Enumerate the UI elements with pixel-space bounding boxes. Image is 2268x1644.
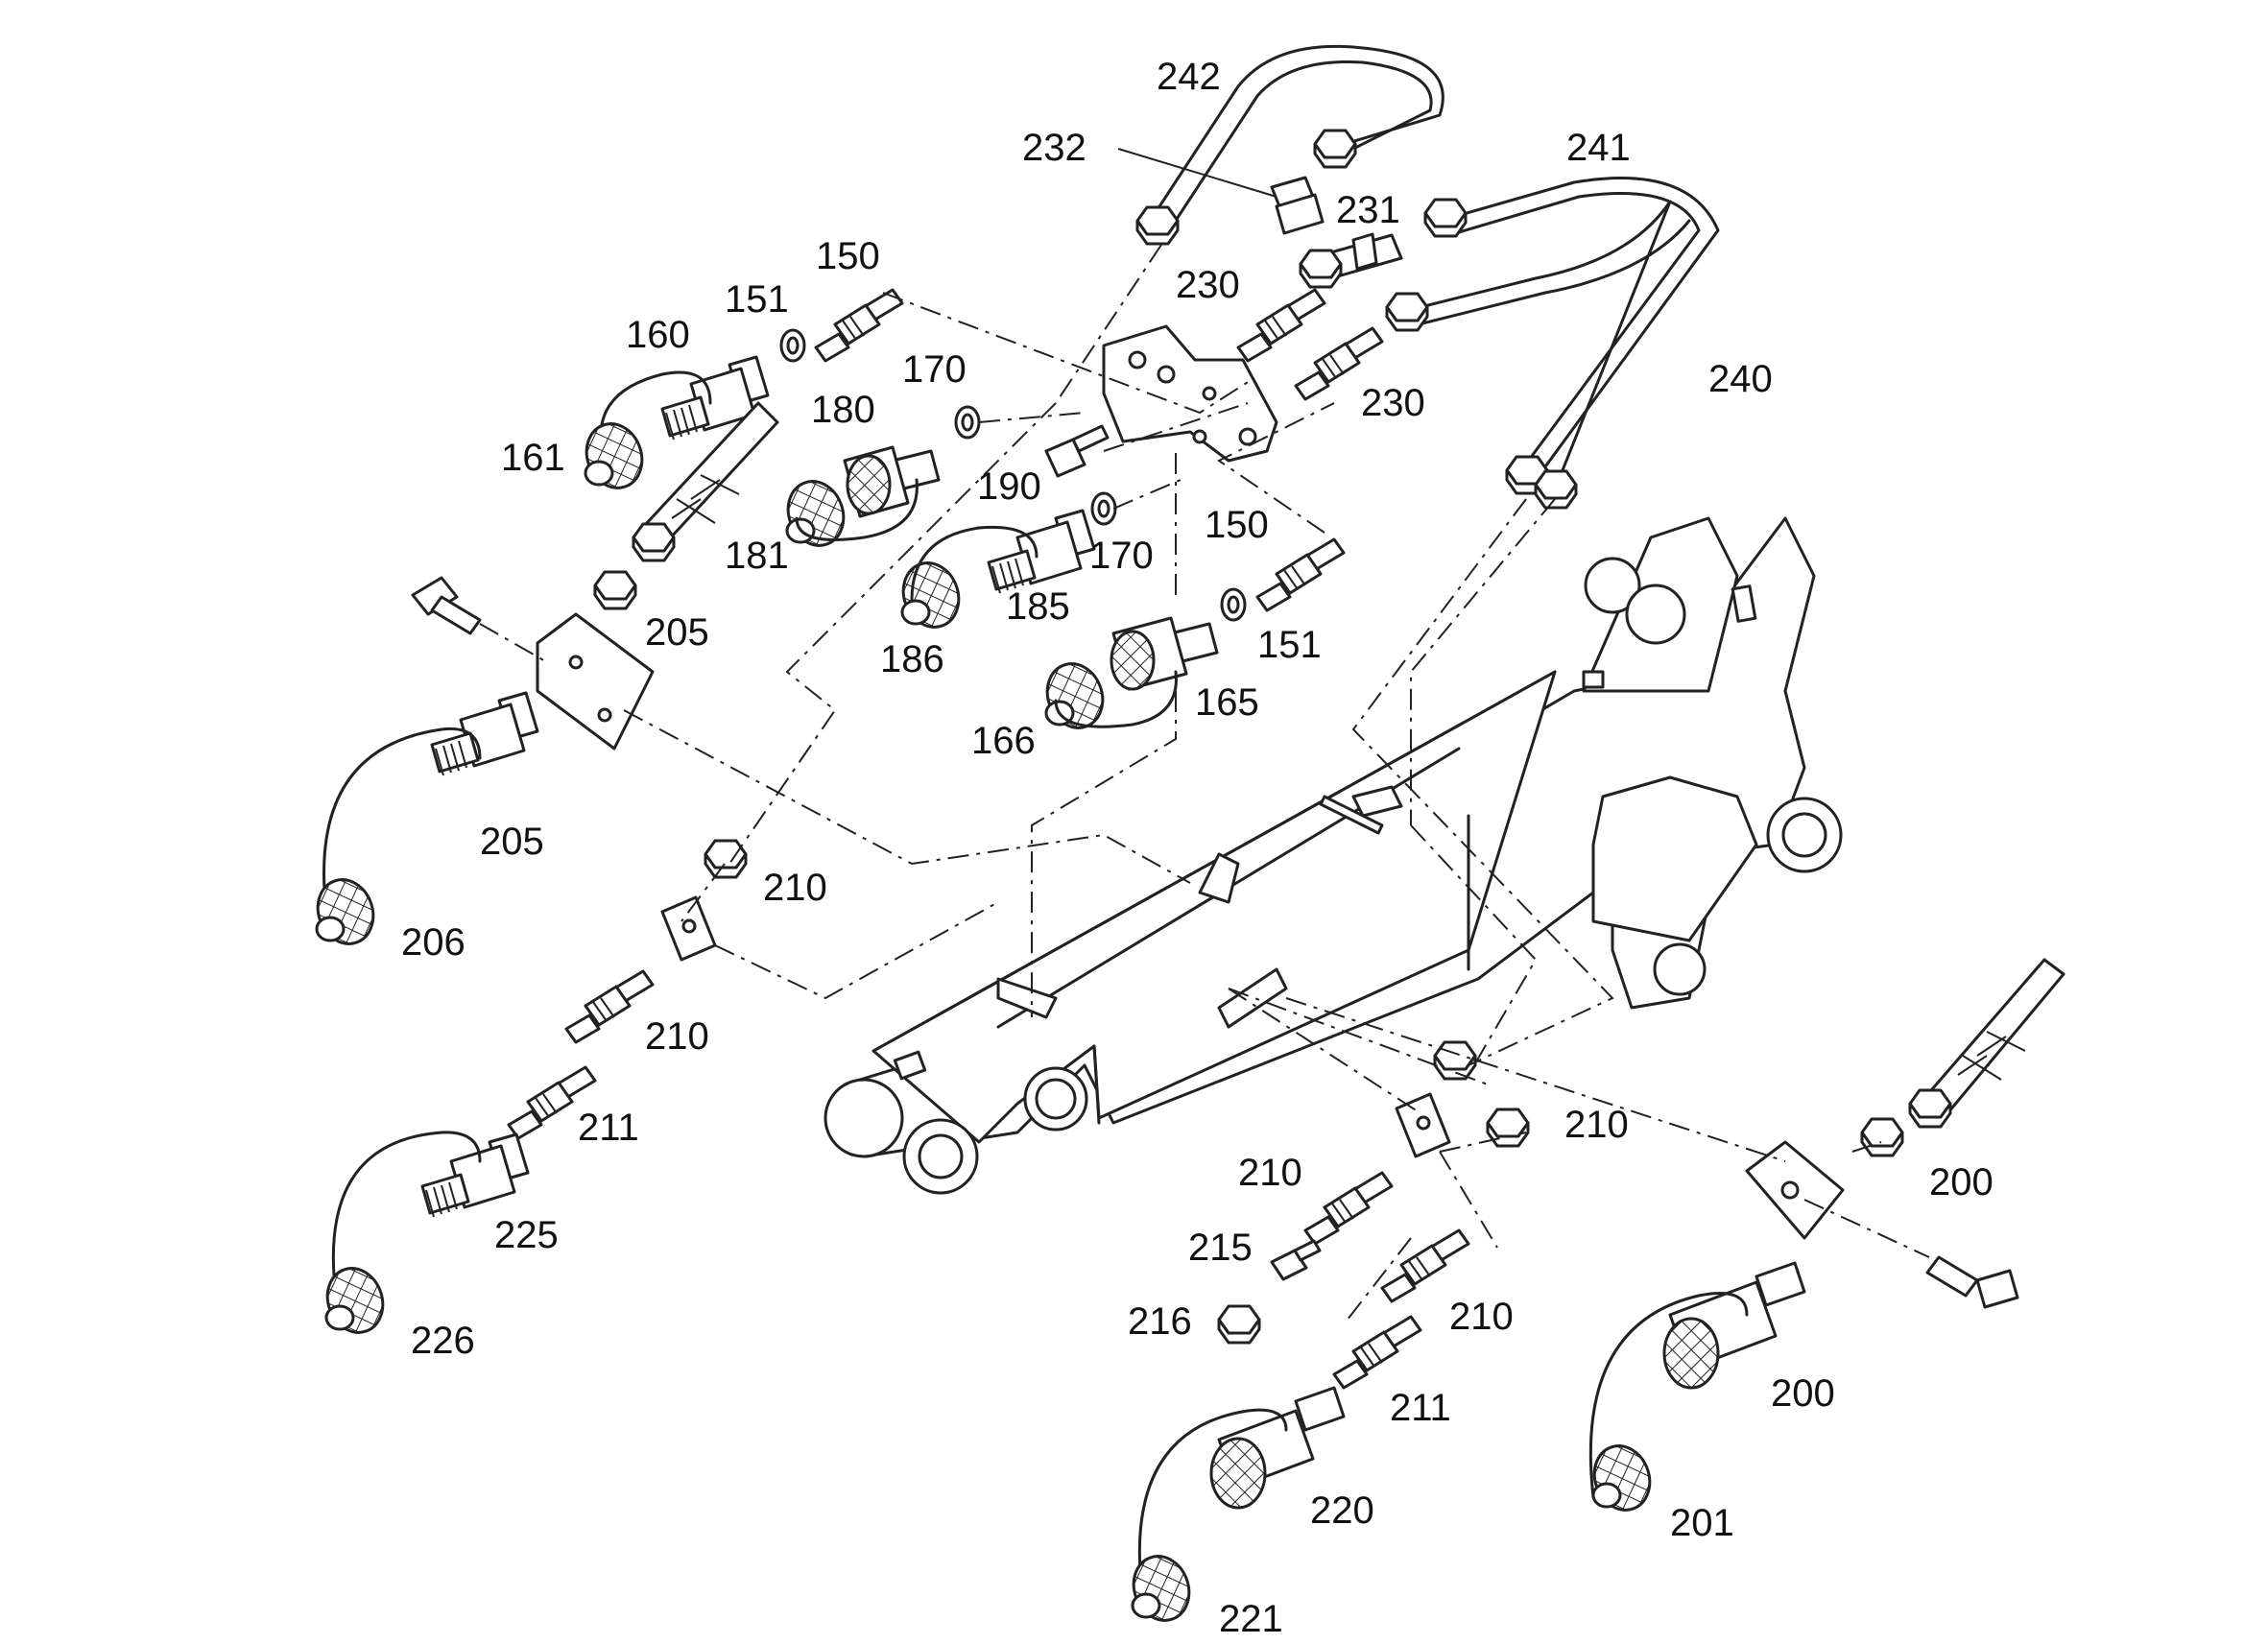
label-151-top: 151 xyxy=(725,278,789,321)
part-number-labels: 242 232 241 231 150 230 151 160 240 170 … xyxy=(401,56,1993,1640)
coupling-200 xyxy=(1588,1261,1806,1499)
washer-170b xyxy=(1090,491,1117,526)
label-206: 206 xyxy=(401,921,466,964)
coupling-185 xyxy=(987,509,1096,595)
label-151-mid: 151 xyxy=(1257,624,1322,666)
label-221: 221 xyxy=(1219,1598,1283,1640)
label-240: 240 xyxy=(1708,358,1773,400)
cap-186 xyxy=(893,525,1039,637)
label-210-upper: 210 xyxy=(763,867,827,909)
label-180: 180 xyxy=(811,389,875,431)
cap-226 xyxy=(317,1258,394,1343)
washer-151b xyxy=(1220,587,1247,622)
coupling-225 xyxy=(331,1131,530,1298)
label-205-mid: 205 xyxy=(480,821,544,863)
cap-201 xyxy=(1584,1436,1660,1520)
tee-231 xyxy=(1299,232,1403,289)
coupling-180 xyxy=(843,445,941,518)
adapter-150a xyxy=(814,288,904,363)
label-170-top: 170 xyxy=(902,348,967,391)
adapter-150b xyxy=(1255,537,1346,612)
label-225: 225 xyxy=(494,1214,559,1256)
label-201: 201 xyxy=(1670,1502,1734,1544)
label-165: 165 xyxy=(1195,681,1259,724)
nut-210a xyxy=(704,839,748,879)
cap-161 xyxy=(576,414,653,498)
label-220: 220 xyxy=(1310,1489,1374,1532)
adapter-210f xyxy=(1380,1228,1470,1303)
plug-215 xyxy=(1270,1239,1322,1281)
label-211-right: 211 xyxy=(1390,1387,1451,1429)
label-150-mid: 150 xyxy=(1205,504,1269,546)
cap-181 xyxy=(777,471,919,556)
label-185: 185 xyxy=(1006,585,1070,628)
label-230-mid: 230 xyxy=(1361,382,1425,424)
coupling-220 xyxy=(1137,1386,1346,1595)
label-210-center: 210 xyxy=(1238,1152,1302,1194)
coupling-165 xyxy=(1110,616,1219,691)
label-210-right: 210 xyxy=(1564,1104,1629,1146)
bolt-left xyxy=(411,576,482,635)
pipe-241 xyxy=(1423,177,1720,495)
cap-206 xyxy=(307,870,384,954)
cap-166 xyxy=(1037,654,1178,738)
adapter-211b xyxy=(1332,1315,1422,1390)
manifold-block xyxy=(1102,324,1278,463)
label-205-top: 205 xyxy=(645,611,709,654)
label-161: 161 xyxy=(501,437,565,479)
bracket-plate-right xyxy=(1745,1140,1845,1240)
boom-arm xyxy=(824,516,1843,1195)
label-160: 160 xyxy=(626,314,690,356)
washer-170a xyxy=(954,405,981,440)
label-166: 166 xyxy=(971,720,1036,762)
label-210-lower: 210 xyxy=(1449,1296,1514,1338)
label-231: 231 xyxy=(1336,189,1400,231)
label-211-left: 211 xyxy=(578,1107,639,1149)
hose-200 xyxy=(1908,958,2065,1129)
washer-151a xyxy=(779,328,806,363)
label-190: 190 xyxy=(977,465,1041,508)
label-181: 181 xyxy=(725,535,789,577)
bracket-plate-210 xyxy=(1395,1092,1451,1158)
nut-200 xyxy=(1860,1117,1904,1157)
stud-190 xyxy=(1044,424,1110,478)
coupling-205 xyxy=(322,691,539,914)
nut-205 xyxy=(593,570,637,610)
label-230-top: 230 xyxy=(1176,264,1240,306)
label-232: 232 xyxy=(1022,127,1086,169)
hose-181 xyxy=(632,401,779,562)
adapter-210e xyxy=(1303,1171,1394,1246)
label-216: 216 xyxy=(1128,1300,1192,1343)
assembly-leader-lines xyxy=(479,148,1930,1325)
fitting-232 xyxy=(1270,176,1325,235)
label-210-left: 210 xyxy=(645,1015,709,1058)
bolt-right xyxy=(1925,1255,2019,1309)
label-241: 241 xyxy=(1566,127,1631,169)
adapter-210b xyxy=(564,969,655,1044)
label-242: 242 xyxy=(1157,56,1221,98)
cap-221 xyxy=(1123,1546,1200,1631)
bracket-plate-left xyxy=(536,612,655,751)
pipe-242 xyxy=(1135,44,1444,246)
label-226: 226 xyxy=(411,1320,475,1362)
pipe-240 xyxy=(1385,200,1691,510)
label-150-top: 150 xyxy=(816,235,880,277)
label-200-lower: 200 xyxy=(1771,1372,1835,1415)
nut-216 xyxy=(1217,1304,1261,1345)
label-215: 215 xyxy=(1188,1227,1253,1269)
label-200-upper: 200 xyxy=(1929,1161,1993,1203)
adapter-230a xyxy=(1236,288,1326,363)
label-186: 186 xyxy=(880,638,944,680)
bracket-plate-mid xyxy=(660,895,717,962)
label-170-mid: 170 xyxy=(1089,535,1154,577)
